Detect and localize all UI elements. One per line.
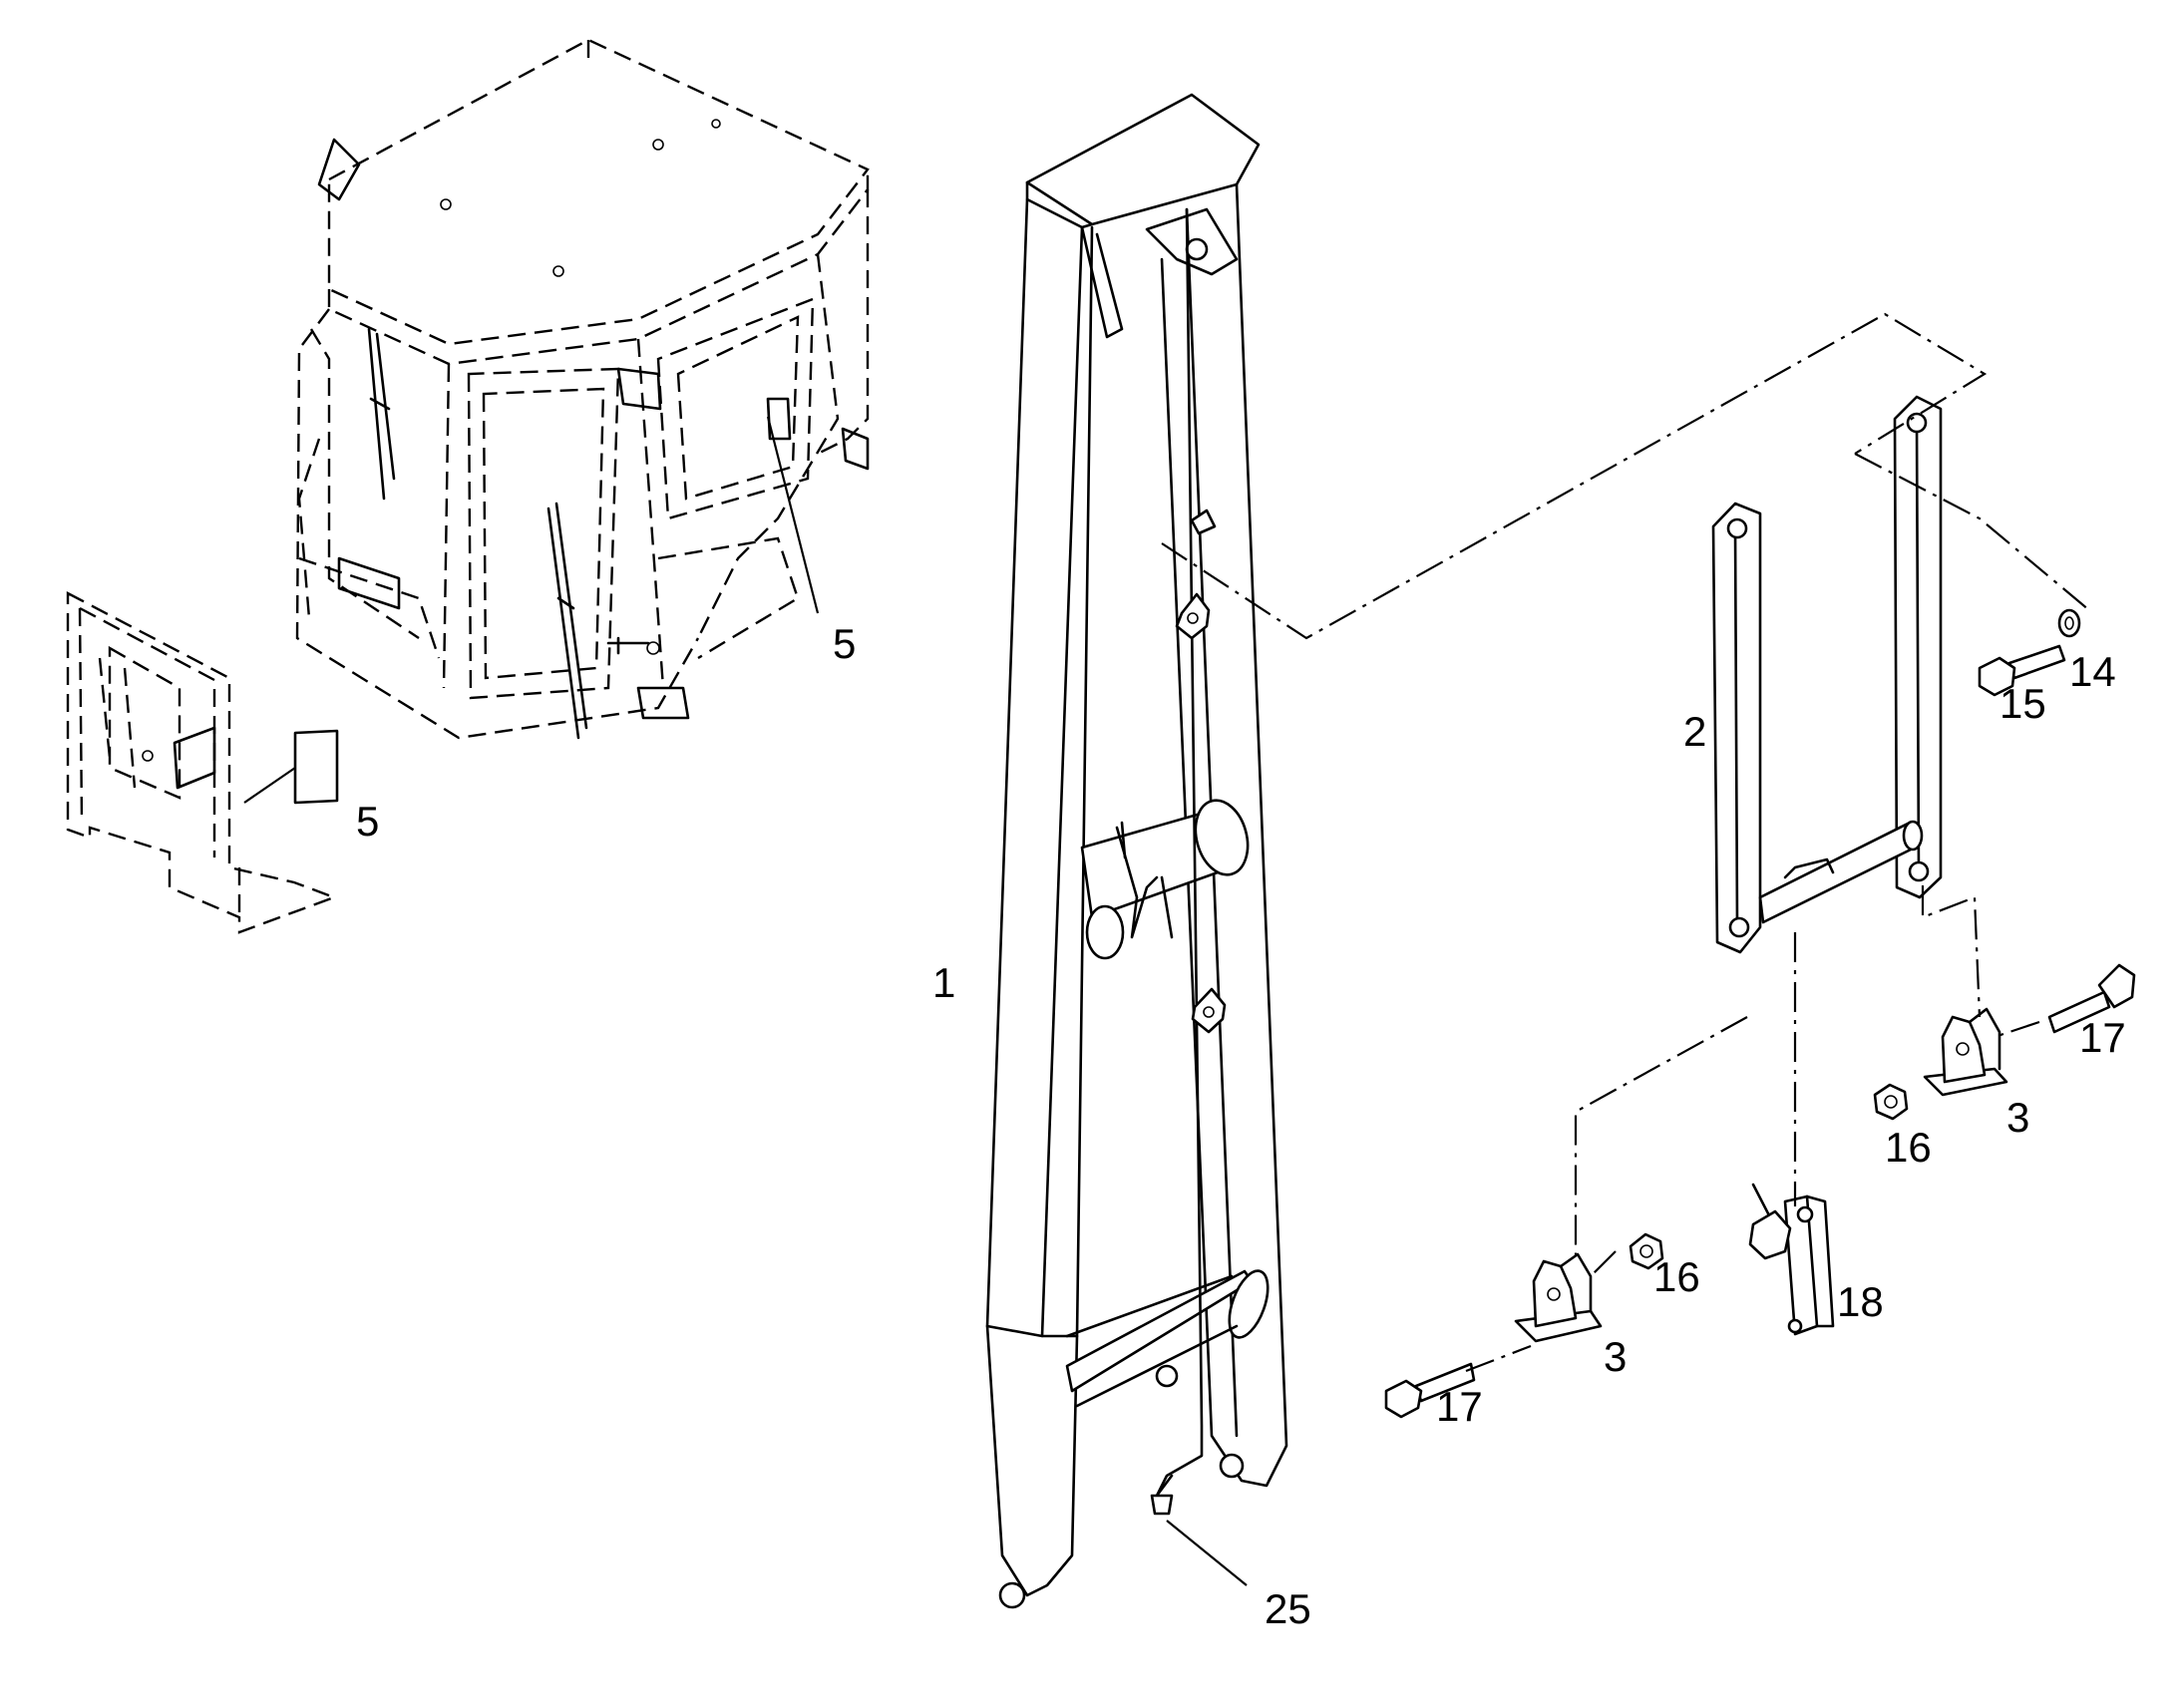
mast-frame [985,93,1288,1609]
cab-rear-panel [66,591,339,934]
side-frame [1711,395,1943,954]
callout-17-left: 17 [1436,1383,1483,1430]
assembly-lines [1161,312,2090,1373]
bolt-17-left [1384,1362,1476,1419]
callout-5-cab: 5 [833,620,856,667]
callout-15: 15 [1999,680,2046,727]
bolt-17-right [2047,963,2136,1034]
callout-labels: 1 2 3 3 5 5 14 15 16 16 17 17 18 25 [356,620,2126,1632]
callout-3-right: 3 [2006,1094,2029,1141]
callout-5-panel: 5 [356,798,379,845]
leader-lines [243,416,1248,1586]
washer-14 [2057,608,2081,638]
bracket-left [1514,1252,1603,1343]
callout-17-right: 17 [2079,1014,2126,1061]
callout-1: 1 [932,959,955,1006]
callout-3-left: 3 [1604,1333,1627,1380]
nut-16-right [1873,1083,1909,1121]
bracket-right [1923,1007,2008,1097]
callout-2: 2 [1683,708,1706,755]
callout-16-left: 16 [1653,1253,1700,1300]
bolt-15 [1978,644,2066,697]
latch-18 [1748,1183,1835,1336]
nut-16-left [1629,1232,1664,1270]
callout-16-right: 16 [1885,1124,1932,1171]
cab-assembly [295,38,870,740]
callout-25: 25 [1265,1585,1311,1632]
callout-18: 18 [1837,1278,1884,1325]
callout-14: 14 [2069,648,2116,695]
